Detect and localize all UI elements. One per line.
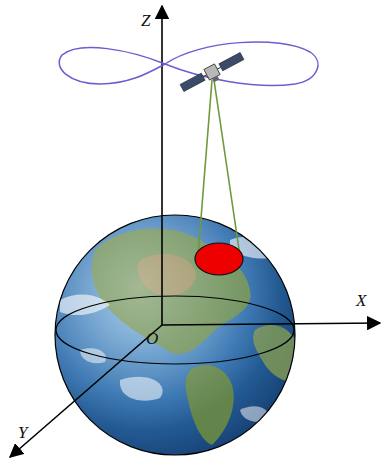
- axis-label: X: [356, 292, 366, 309]
- axis-label: O: [146, 330, 158, 347]
- axis-label: Z: [141, 12, 150, 29]
- sensor-beam: [198, 80, 240, 256]
- footprint-area: [195, 243, 243, 275]
- coordinate-axes: [10, 6, 380, 457]
- axis-label: Y: [18, 424, 27, 441]
- satellite-icon: [179, 51, 247, 97]
- orbit-track: [59, 42, 318, 86]
- earth-globe: [55, 215, 298, 455]
